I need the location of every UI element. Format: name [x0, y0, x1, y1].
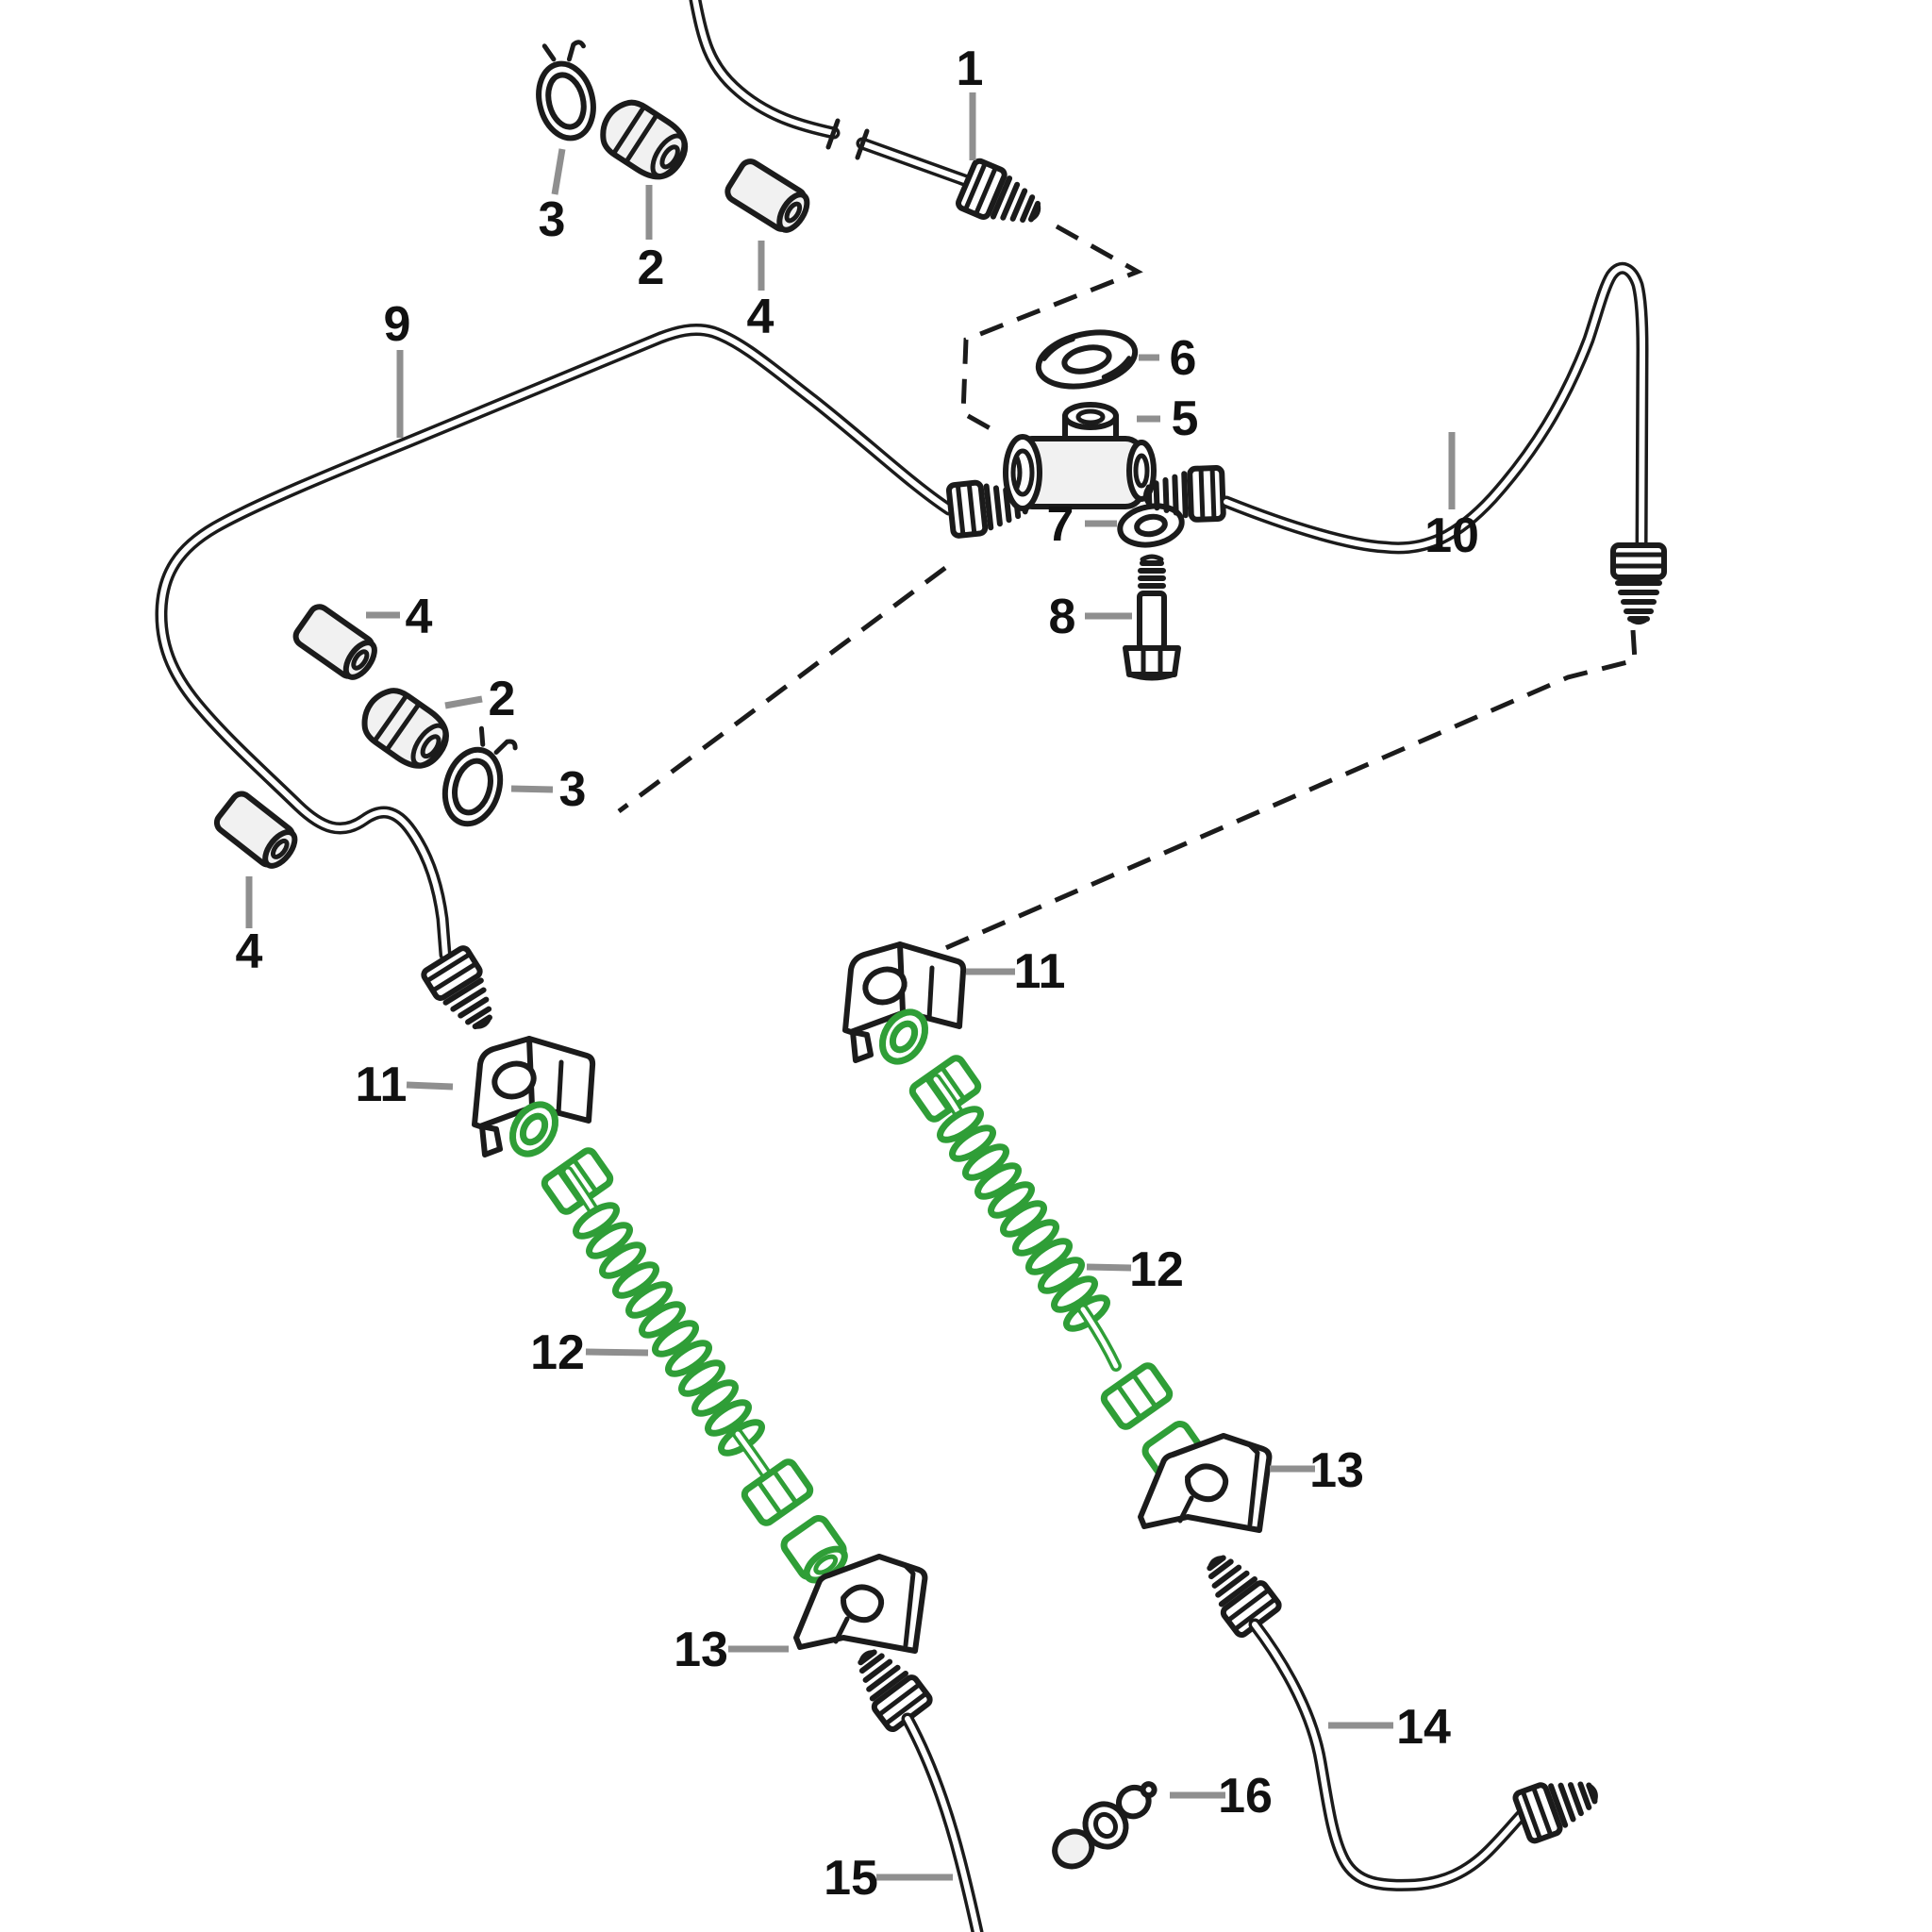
callout-10-label: 10 — [1424, 508, 1479, 563]
part-12-flex-hose-left — [504, 1097, 852, 1589]
callout-6-label: 6 — [1170, 331, 1197, 386]
callout-3a-label: 3 — [539, 192, 566, 247]
callout-11a-label: 11 — [356, 1058, 408, 1112]
callout-9-label: 9 — [384, 297, 411, 352]
part-7-seal-washer — [1117, 503, 1185, 548]
callout-15-label: 15 — [824, 1851, 878, 1906]
part-12-flex-hose-right — [874, 1005, 1213, 1494]
callout-13a-label: 13 — [674, 1623, 728, 1677]
leader-lines — [245, 92, 1456, 1881]
callout-4a-label: 4 — [747, 290, 774, 344]
callout-2a-label: 2 — [638, 241, 665, 295]
dashed-reference-lines — [617, 224, 1638, 990]
part-6-seal-washer — [1035, 329, 1139, 390]
callout-8-label: 8 — [1049, 590, 1076, 644]
part-16-bleeder-valve — [1052, 1781, 1158, 1870]
callout-4c-label: 4 — [236, 924, 263, 979]
part-5-t-distributor — [1003, 402, 1157, 511]
callout-14-label: 14 — [1396, 1700, 1451, 1755]
part-1-brake-pipe — [689, 0, 1047, 236]
part-10-brake-pipe — [1145, 261, 1664, 622]
callout-2b-label: 2 — [489, 672, 516, 726]
callout-labels: 1 3 2 4 6 5 7 8 9 10 4 2 3 4 11 11 12 12… — [236, 42, 1479, 1906]
callout-11b-label: 11 — [1014, 944, 1066, 999]
callout-7-label: 7 — [1047, 497, 1074, 552]
callout-16-label: 16 — [1218, 1769, 1273, 1824]
callout-5-label: 5 — [1172, 391, 1199, 446]
part-15-brake-pipe — [845, 1640, 984, 1932]
part-8-banjo-bolt — [1123, 554, 1181, 681]
callout-13b-label: 13 — [1309, 1443, 1364, 1498]
part-9-brake-pipe — [155, 324, 1030, 1039]
callout-3b-label: 3 — [559, 762, 587, 817]
callout-1-label: 1 — [957, 42, 984, 96]
callout-12b-label: 12 — [1129, 1242, 1184, 1297]
part-14-brake-pipe — [1194, 1545, 1604, 1891]
callout-12a-label: 12 — [530, 1325, 585, 1380]
callout-4b-label: 4 — [406, 590, 433, 644]
